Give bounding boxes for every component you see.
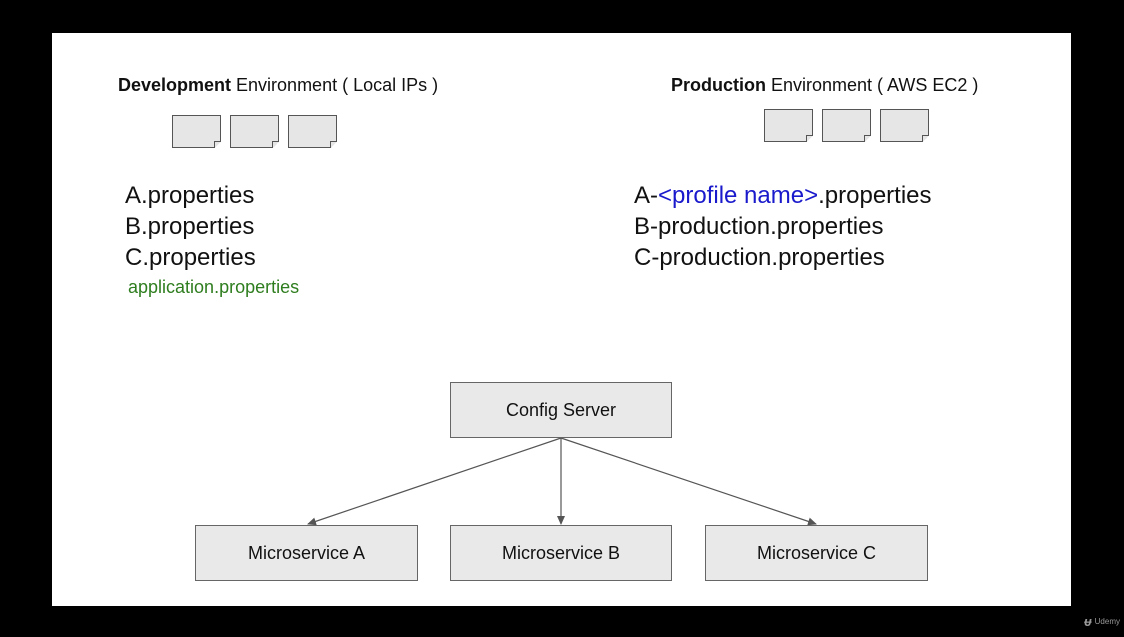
server-doc-icon — [880, 109, 929, 142]
dev-env-heading: Development Environment ( Local IPs ) — [118, 75, 438, 96]
dev-file-b: B.properties — [125, 213, 255, 240]
dev-server-icons — [172, 115, 337, 148]
prod-env-heading: Production Environment ( AWS EC2 ) — [671, 75, 978, 96]
profile-name-placeholder: <profile name> — [658, 182, 819, 209]
prod-file-c: C-production.properties — [634, 244, 885, 271]
prod-file-b: B-production.properties — [634, 213, 884, 240]
prod-file-list: A-<profile name>.properties B-production… — [634, 180, 932, 273]
server-doc-icon — [172, 115, 221, 148]
microservice-b-box: Microservice B — [450, 525, 672, 581]
prod-env-title: Production — [671, 75, 766, 95]
arrow-to-service-c — [560, 437, 817, 526]
shared-application-properties: application.properties — [128, 277, 300, 297]
slide: Development Environment ( Local IPs ) A.… — [52, 33, 1071, 606]
microservice-a-box: Microservice A — [195, 525, 418, 581]
arrow-to-service-a — [307, 437, 562, 526]
server-doc-icon — [288, 115, 337, 148]
prod-server-icons — [764, 109, 929, 142]
prod-file-a-suffix: .properties — [818, 182, 932, 209]
udemy-logo-icon: ᵾ — [1083, 614, 1092, 629]
connector-arrows — [307, 437, 817, 526]
dev-file-c: C.properties — [125, 244, 256, 271]
udemy-watermark: ᵾ Udemy — [1084, 614, 1120, 629]
server-doc-icon — [230, 115, 279, 148]
dev-env-title: Development — [118, 75, 232, 95]
microservice-c-box: Microservice C — [705, 525, 928, 581]
config-server-box: Config Server — [450, 382, 672, 438]
prod-env-subtitle: Environment ( AWS EC2 ) — [766, 75, 979, 95]
dev-file-a: A.properties — [125, 182, 255, 209]
server-doc-icon — [822, 109, 871, 142]
prod-file-a: A-<profile name>.properties — [634, 180, 932, 211]
server-doc-icon — [764, 109, 813, 142]
prod-file-a-prefix: A- — [634, 182, 658, 209]
watermark-text: Udemy — [1094, 617, 1120, 626]
dev-env-subtitle: Environment ( Local IPs ) — [231, 75, 439, 95]
dev-file-list: A.properties B.properties C.properties — [125, 180, 256, 273]
